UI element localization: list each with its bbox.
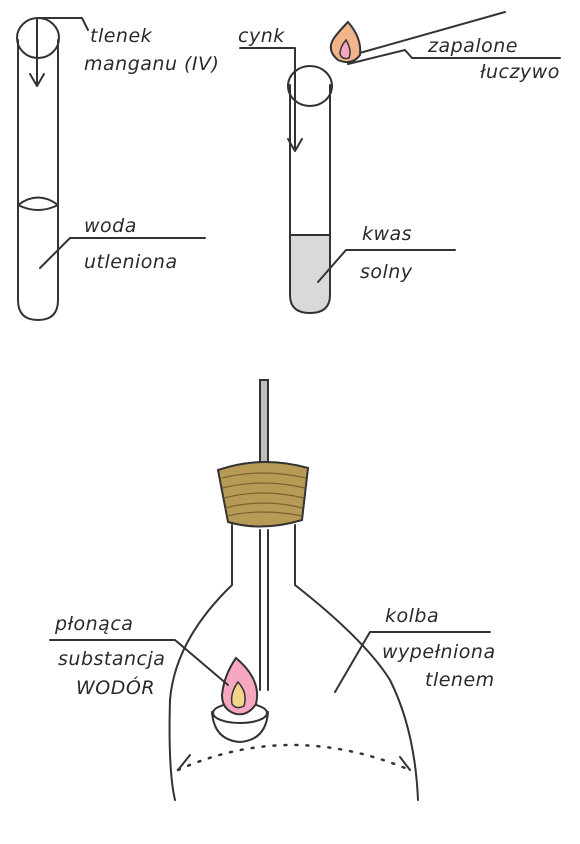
label-wodor: WODÓR bbox=[76, 675, 155, 699]
label-manganu: manganu (IV) bbox=[84, 53, 219, 75]
leader-woda bbox=[39, 237, 206, 269]
arrow-mno2 bbox=[29, 17, 89, 87]
label-cynk: cynk bbox=[238, 25, 285, 47]
leader-kolba bbox=[334, 631, 491, 693]
label-woda: woda bbox=[84, 215, 137, 237]
label-solny: solny bbox=[360, 261, 413, 283]
cork-stopper bbox=[216, 461, 310, 528]
label-kwas: kwas bbox=[362, 223, 412, 245]
leader-plonaca bbox=[49, 639, 229, 686]
label-tlenek: tlenek bbox=[90, 25, 153, 47]
flask bbox=[168, 524, 419, 801]
label-luczywo: łuczywo bbox=[480, 61, 560, 83]
label-plonaca: płonąca bbox=[54, 613, 133, 635]
hydrogen-flame bbox=[220, 656, 258, 716]
label-kolba: kolba bbox=[385, 605, 439, 627]
leader-kwas bbox=[317, 249, 456, 283]
label-substancja: substancja bbox=[58, 648, 165, 670]
test-tube-right bbox=[287, 65, 333, 314]
label-tlenem: tlenem bbox=[425, 669, 495, 691]
arrow-zinc bbox=[239, 47, 303, 152]
label-wypelniona: wypełniona bbox=[382, 641, 496, 663]
label-zapalone: zapalone bbox=[427, 35, 518, 57]
glass-tube bbox=[259, 379, 269, 691]
burning-splint bbox=[329, 11, 561, 65]
label-utleniona: utleniona bbox=[84, 251, 178, 273]
